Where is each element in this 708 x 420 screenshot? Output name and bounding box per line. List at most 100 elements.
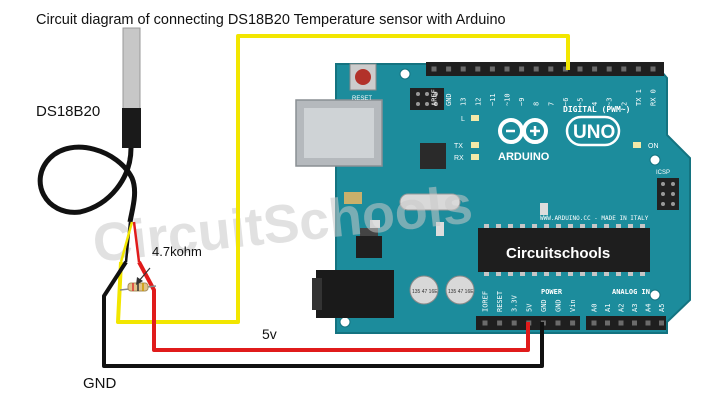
sensor-probe-body [122, 108, 141, 148]
header-pin[interactable] [504, 66, 510, 72]
chip-pin [604, 272, 609, 276]
arduino-logo-icon [498, 118, 548, 144]
chip-pin [628, 224, 633, 228]
smd-component [370, 220, 380, 228]
header-pin[interactable] [460, 66, 466, 72]
header-pin[interactable] [548, 66, 554, 72]
sensor-lead-red [132, 221, 141, 263]
wire-gnd [102, 260, 544, 368]
pin-label: ~9 [518, 98, 526, 106]
header-pin[interactable] [533, 66, 539, 72]
pin-label: A1 [604, 304, 612, 312]
header-pin[interactable] [645, 320, 651, 326]
header-pin[interactable] [577, 66, 583, 72]
pin-label: GND [540, 299, 548, 312]
chip-pin [568, 272, 573, 276]
header-pin[interactable] [497, 320, 503, 326]
header-pin[interactable] [659, 320, 664, 326]
chip-pin [604, 224, 609, 228]
header-pin [416, 102, 420, 106]
pin-label: RESET [496, 290, 504, 312]
header-pin [434, 92, 438, 96]
chip-pin [496, 272, 501, 276]
voltage-regulator [356, 236, 382, 258]
chip-brand: Circuitschools [506, 245, 610, 262]
sensor-cable [37, 144, 138, 223]
header-pin[interactable] [519, 66, 525, 72]
pin-label: 13 [460, 98, 468, 106]
voltage-regulator-tab [360, 228, 378, 236]
chip-pin [496, 224, 501, 228]
led-rx [471, 154, 479, 160]
header-pin[interactable] [511, 320, 517, 326]
digital-header [426, 62, 664, 76]
voltage-label: 5v [262, 326, 277, 342]
uno-badge [565, 115, 621, 147]
resistor-arrow-head [136, 277, 143, 285]
mount-hole [399, 68, 411, 80]
wire-5v [137, 261, 530, 352]
header-pin[interactable] [592, 66, 598, 72]
icsp-label: ICSP [656, 170, 670, 176]
smd-component [344, 192, 362, 204]
header-pin [661, 192, 665, 196]
chip-pin [568, 224, 573, 228]
header-pin[interactable] [632, 320, 637, 326]
header-pin[interactable] [570, 320, 576, 326]
pin-label: GND [555, 299, 563, 312]
header-pin[interactable] [606, 66, 612, 72]
chip-pin [556, 272, 561, 276]
chip-pin [628, 272, 633, 276]
chip-pin [484, 224, 489, 228]
header-pin[interactable] [431, 66, 437, 72]
mount-hole [339, 316, 351, 328]
analog-header [586, 316, 666, 330]
pin-label: ~6 [562, 98, 570, 106]
chip-pin [556, 224, 561, 228]
header-pin [425, 92, 429, 96]
header-pin[interactable] [446, 66, 452, 72]
chip-pin [532, 224, 537, 228]
header-pin[interactable] [650, 66, 656, 72]
header-pin[interactable] [618, 320, 624, 326]
header-pin [434, 102, 438, 106]
smd-component [540, 203, 548, 215]
header-pin[interactable] [555, 320, 561, 326]
chip-pin [484, 272, 489, 276]
wire-signal [116, 34, 570, 324]
capacitor-text: 135 47 16E [412, 289, 438, 295]
header-pin[interactable] [605, 320, 610, 326]
pin-label: TX 1 [635, 89, 643, 106]
capacitor: 135 47 16E [409, 275, 439, 305]
pin-label: A4 [645, 304, 653, 312]
header-pin[interactable] [562, 66, 568, 72]
header-pin[interactable] [621, 66, 627, 72]
chip-pin [520, 224, 525, 228]
header-pin[interactable] [591, 320, 597, 326]
reset-button-cap[interactable] [355, 69, 371, 85]
header-pin [671, 192, 675, 196]
chip-pin [508, 272, 513, 276]
led-on [633, 142, 641, 148]
pin-label: ~10 [504, 93, 512, 106]
on-label: ON [648, 143, 659, 150]
led-l-label: L [461, 116, 465, 123]
brand-label: ARDUINO [498, 151, 550, 163]
power-label: POWER [541, 288, 563, 296]
header-pin[interactable] [489, 66, 495, 72]
usb-chip [420, 143, 446, 169]
smd-component [436, 222, 444, 236]
sensor-probe-tip [122, 27, 141, 111]
chip-pin [592, 272, 597, 276]
header-pin[interactable] [635, 66, 641, 72]
header-pin[interactable] [482, 320, 488, 326]
chip-pin [616, 272, 621, 276]
pin-label: A0 [591, 304, 599, 312]
chip-pin [532, 272, 537, 276]
header-pin[interactable] [475, 66, 481, 72]
led-tx [471, 142, 479, 148]
